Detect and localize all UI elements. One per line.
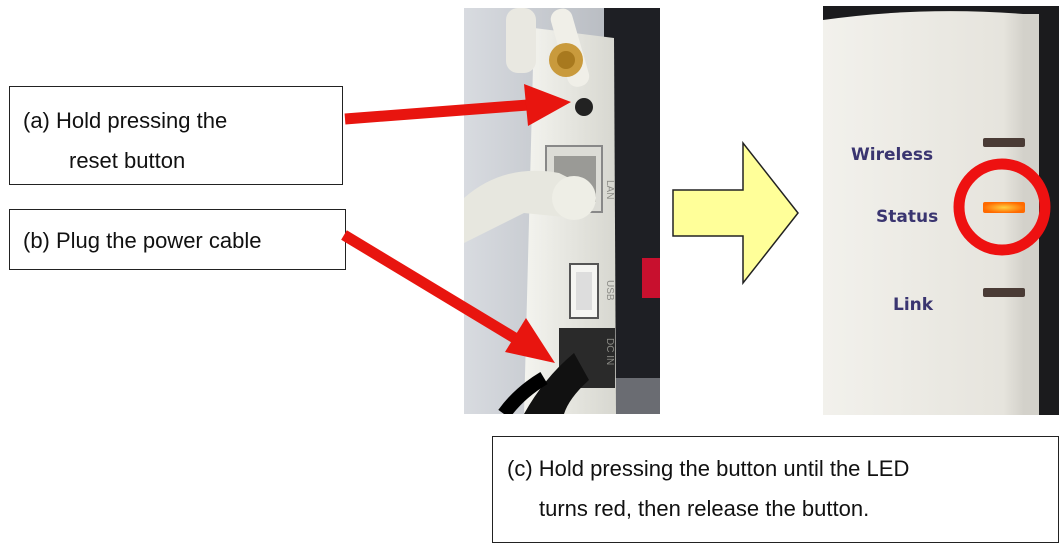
- callout-a-line1: (a) Hold pressing the: [23, 108, 228, 133]
- usb-port-label: USB: [604, 280, 615, 301]
- dc-in-port-label: DC IN: [604, 338, 615, 365]
- flow-right-arrow-icon: [672, 140, 799, 286]
- callout-b-line1: (b) Plug the power cable: [23, 228, 262, 253]
- callout-c-line1: (c) Hold pressing the button until the L…: [507, 456, 910, 481]
- device-back-photo: LAN USB DC IN: [464, 8, 660, 414]
- callout-c-line2: turns red, then release the button.: [539, 496, 870, 521]
- reset-pointer-arrow-icon: [344, 84, 571, 126]
- lan-port-label: LAN: [604, 180, 615, 199]
- callout-power-cable: (b) Plug the power cable: [9, 209, 346, 270]
- callout-a-line2: reset button: [69, 148, 186, 173]
- led-highlight-circle-icon: [953, 158, 1051, 256]
- callout-led-instruction: (c) Hold pressing the button until the L…: [492, 436, 1059, 543]
- power-pointer-arrow-icon: [341, 230, 555, 363]
- link-led-label: Link: [893, 295, 934, 315]
- device-front-photo: Wireless Status Link: [823, 6, 1059, 415]
- callout-reset-button: (a) Hold pressing the reset button: [9, 86, 343, 185]
- status-led-label: Status: [876, 207, 938, 227]
- wireless-led-label: Wireless: [851, 145, 933, 165]
